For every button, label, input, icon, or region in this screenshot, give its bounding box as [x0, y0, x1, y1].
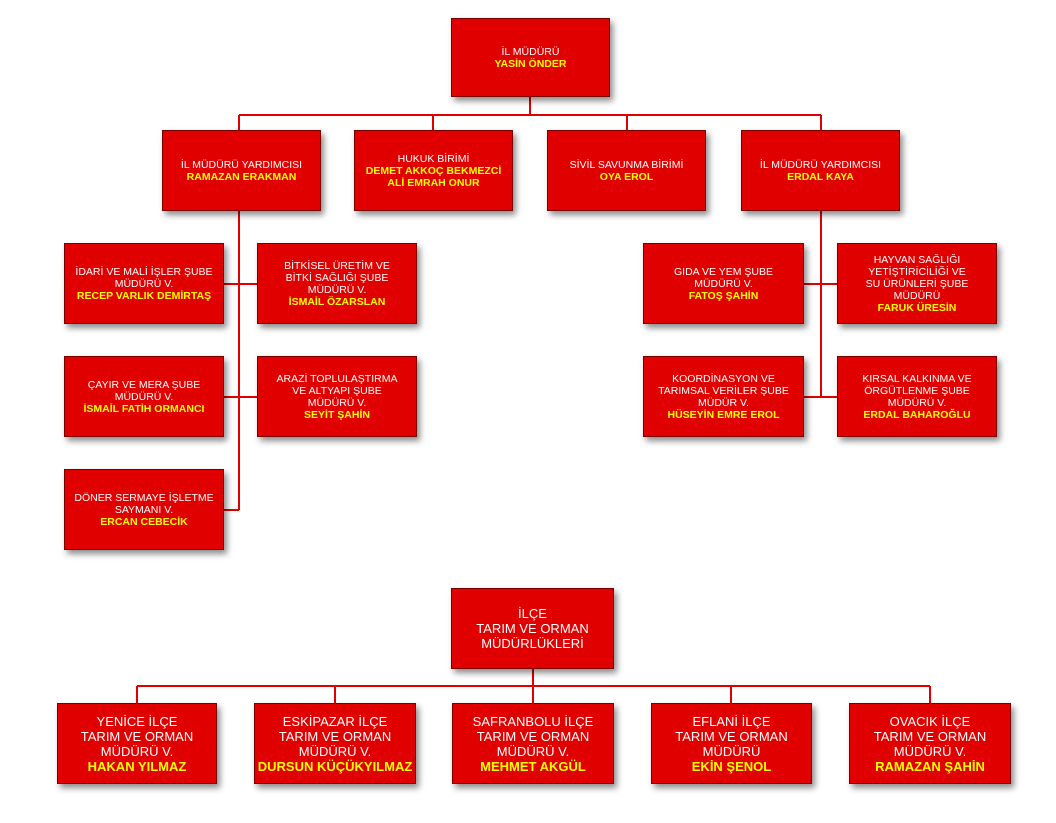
- box-title-line: MÜDÜRÜ V.: [496, 743, 570, 759]
- box-person-name: İSMAİL ÖZARSLAN: [288, 295, 386, 308]
- box-person-name: MEHMET AKGÜL: [480, 758, 586, 774]
- box-title-line: MÜDÜRÜ V.: [307, 283, 367, 296]
- box-title-line: MÜDÜRÜ: [893, 289, 941, 302]
- box-person-name: DURSUN KÜÇÜKYILMAZ: [257, 758, 413, 774]
- box-person-name: ERDAL KAYA: [787, 170, 854, 183]
- box-title-line: BİTKİ SAĞLIĞI ŞUBE: [285, 271, 389, 284]
- box-title-line: MÜDÜR V.: [698, 396, 749, 409]
- box-title-line: SAFRANBOLU İLÇE: [472, 713, 594, 729]
- box-person-name: ALİ EMRAH ONUR: [387, 176, 480, 189]
- box-person-name: ERDAL BAHAROĞLU: [863, 408, 971, 421]
- box-person-name: DEMET AKKOÇ BEKMEZCİ: [365, 164, 502, 177]
- box-title-line: YENİCE İLÇE: [96, 713, 178, 729]
- box-title-line: TARIM VE ORMAN: [675, 728, 788, 744]
- box-title-line: ÖRGÜTLENME ŞUBE: [864, 384, 970, 397]
- box-title-line: ESKİPAZAR İLÇE: [282, 713, 388, 729]
- box-person-name: HÜSEYİN EMRE EROL: [667, 408, 780, 421]
- box-title-line: MÜDÜRLÜKLERİ: [481, 636, 584, 651]
- box-title-line: İL MÜDÜRÜ YARDIMCISI: [759, 158, 882, 171]
- box-person-name: EKİN ŞENOL: [691, 758, 772, 774]
- box-title-line: HAYVAN SAĞLIĞI: [873, 253, 961, 266]
- box-title-line: TARIMSAL VERİLER ŞUBE: [658, 384, 789, 397]
- box-title-line: MÜDÜRÜ V.: [114, 277, 174, 290]
- box-title-line: MÜDÜRÜ V.: [298, 743, 372, 759]
- box-person-name: HAKAN YILMAZ: [87, 758, 187, 774]
- box-title-line: TARIM VE ORMAN: [80, 728, 194, 744]
- box-title-line: OVACIK İLÇE: [889, 713, 971, 729]
- box-person-name: RAMAZAN ERAKMAN: [186, 170, 297, 183]
- box-title-line: TARIM VE ORMAN: [476, 621, 589, 636]
- box-title-line: GIDA VE YEM ŞUBE: [673, 265, 773, 278]
- box-title-line: İDARİ VE MALİ İŞLER ŞUBE: [75, 265, 213, 278]
- box-title-line: MÜDÜRÜ V.: [887, 396, 947, 409]
- box-title-line: İL MÜDÜRÜ: [501, 45, 560, 58]
- box-title-line: MÜDÜRÜ V.: [893, 743, 967, 759]
- box-person-name: ERCAN CEBECİK: [100, 515, 188, 528]
- box-person-name: YASİN ÖNDER: [494, 57, 567, 70]
- box-person-name: FARUK ÜRESİN: [877, 301, 957, 314]
- box-title-line: MÜDÜRÜ V.: [100, 743, 174, 759]
- box-person-name: OYA EROL: [599, 170, 654, 183]
- box-title-line: EFLANİ İLÇE: [692, 713, 771, 729]
- box-person-name: RECEP VARLIK DEMİRTAŞ: [76, 289, 212, 302]
- box-title-line: ARAZİ TOPLULAŞTIRMA: [276, 372, 398, 385]
- box-person-name: RAMAZAN ŞAHİN: [875, 758, 985, 774]
- box-title-line: ÇAYIR VE MERA ŞUBE: [87, 378, 201, 391]
- box-title-line: BİTKİSEL ÜRETİM VE: [284, 259, 390, 272]
- box-title-line: DÖNER SERMAYE İŞLETME: [74, 491, 214, 504]
- box-title-line: KIRSAL KALKINMA VE: [862, 372, 972, 385]
- box-title-line: SAYMANI V.: [114, 503, 174, 516]
- box-title-line: HUKUK BİRİMİ: [397, 152, 470, 165]
- box-title-line: MÜDÜRÜ V.: [114, 390, 174, 403]
- box-title-line: İLÇE: [518, 606, 547, 621]
- box-title-line: SİVİL SAVUNMA BİRİMİ: [569, 158, 684, 171]
- box-title-line: VE ALTYAPI ŞUBE: [292, 384, 382, 397]
- box-title-line: TARIM VE ORMAN: [873, 728, 987, 744]
- box-title-line: SU ÜRÜNLERİ ŞUBE: [865, 277, 969, 290]
- box-person-name: FATOŞ ŞAHİN: [688, 289, 759, 302]
- box-title-line: İL MÜDÜRÜ YARDIMCISI: [180, 158, 303, 171]
- box-person-name: SEYİT ŞAHİN: [304, 408, 370, 421]
- box-title-line: TARIM VE ORMAN: [278, 728, 392, 744]
- box-title-line: KOORDİNASYON VE: [672, 372, 775, 385]
- box-title-line: MÜDÜRÜ V.: [307, 396, 367, 409]
- box-title-line: MÜDÜRÜ: [702, 743, 761, 759]
- box-title-line: YETİŞTİRİCİLİĞİ VE: [868, 265, 966, 278]
- box-title-line: MÜDÜRÜ V.: [694, 277, 753, 290]
- box-person-name: İSMAİL FATİH ORMANCI: [83, 402, 205, 415]
- box-title-line: TARIM VE ORMAN: [476, 728, 590, 744]
